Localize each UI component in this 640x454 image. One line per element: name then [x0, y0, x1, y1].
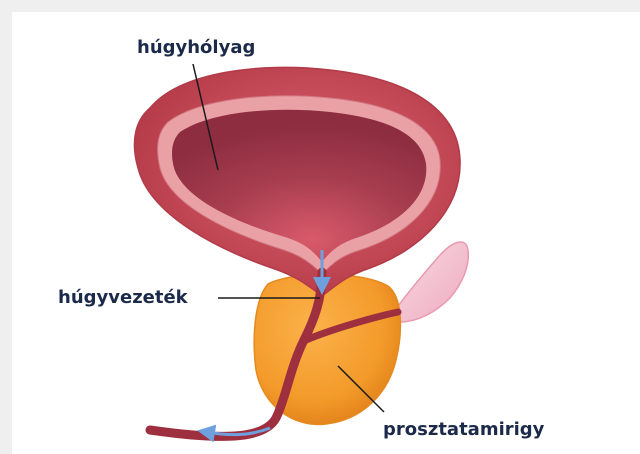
urethra-label: húgyvezeték — [58, 287, 188, 309]
bladder-label: húgyhólyag — [137, 37, 255, 59]
seminal-vesicle — [395, 242, 468, 322]
prostate-gland — [254, 275, 400, 425]
prostate-label: prosztatamirigy — [383, 419, 544, 441]
